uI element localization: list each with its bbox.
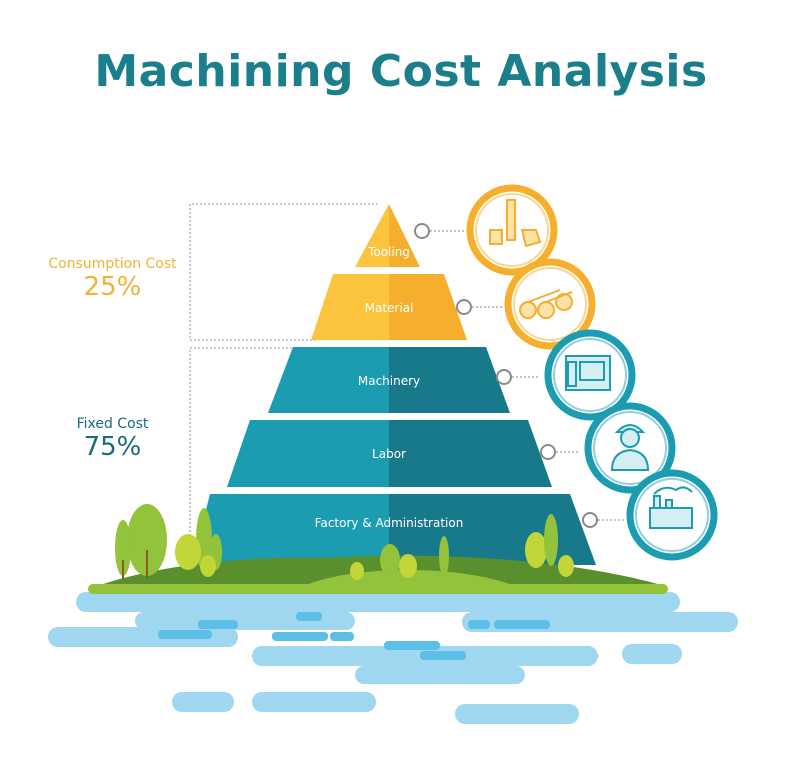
tier-connectors bbox=[430, 230, 624, 521]
material-bars-icon bbox=[504, 258, 596, 350]
connector-dots bbox=[414, 223, 598, 528]
trees-decoration bbox=[115, 504, 574, 580]
consumption-cost-label: Consumption Cost 25% bbox=[40, 256, 185, 302]
fixed-cost-percent: 75% bbox=[83, 432, 142, 462]
tooling-icon bbox=[466, 184, 558, 276]
tier-tooling bbox=[355, 204, 420, 267]
water-decoration bbox=[48, 592, 738, 724]
group-brackets bbox=[189, 203, 378, 555]
page-title: Machining Cost Analysis bbox=[94, 46, 708, 97]
consumption-cost-name: Consumption Cost bbox=[48, 256, 177, 272]
cnc-machine-icon bbox=[544, 329, 636, 421]
tier-label-tooling: Tooling bbox=[367, 245, 410, 259]
tier-machinery bbox=[268, 347, 510, 413]
fixed-cost-name: Fixed Cost bbox=[76, 416, 149, 432]
tier-label-labor: Labor bbox=[372, 447, 406, 461]
ground-decoration bbox=[88, 555, 668, 594]
tier-labor bbox=[227, 420, 552, 487]
tier-material bbox=[311, 274, 467, 340]
factory-icon bbox=[626, 469, 718, 561]
tier-label-factory: Factory & Administration bbox=[315, 516, 464, 530]
tier-label-material: Material bbox=[365, 301, 414, 315]
worker-icon bbox=[584, 402, 676, 494]
fixed-cost-label: Fixed Cost 75% bbox=[40, 416, 185, 462]
tier-label-machinery: Machinery bbox=[358, 374, 420, 388]
consumption-cost-percent: 25% bbox=[83, 272, 142, 302]
